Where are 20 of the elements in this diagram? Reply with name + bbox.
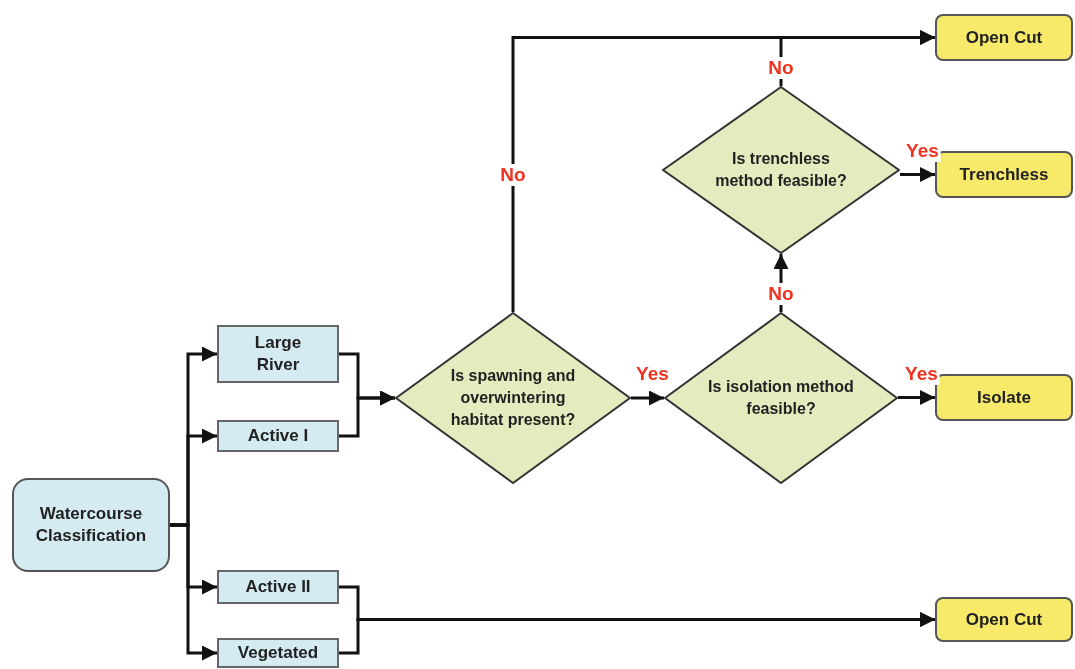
connector-arrow	[339, 390, 395, 438]
category-box: Active I	[217, 420, 339, 452]
category-box: Large River	[217, 325, 339, 383]
decision-text: Is trenchless method feasible?	[714, 149, 848, 191]
edge-label: No	[766, 283, 796, 305]
category-box: Vegetated	[217, 638, 339, 668]
decision-text: Is spawning and overwintering habitat present?	[449, 366, 577, 430]
connector-arrow	[631, 390, 664, 406]
decision-text: Is isolation method feasible?	[707, 377, 855, 419]
outcome-box: Open Cut	[935, 14, 1073, 61]
edge-label: No	[766, 57, 796, 79]
edge-label: No	[498, 163, 528, 186]
connector-arrow	[779, 30, 935, 86]
category-box: Active II	[217, 570, 339, 604]
connector-arrow	[170, 523, 217, 661]
connector-arrow	[339, 612, 935, 655]
start-box: Watercourse Classification	[12, 478, 170, 572]
connector-arrow	[900, 167, 935, 182]
outcome-box: Open Cut	[935, 597, 1073, 642]
connector-arrow	[898, 390, 935, 405]
